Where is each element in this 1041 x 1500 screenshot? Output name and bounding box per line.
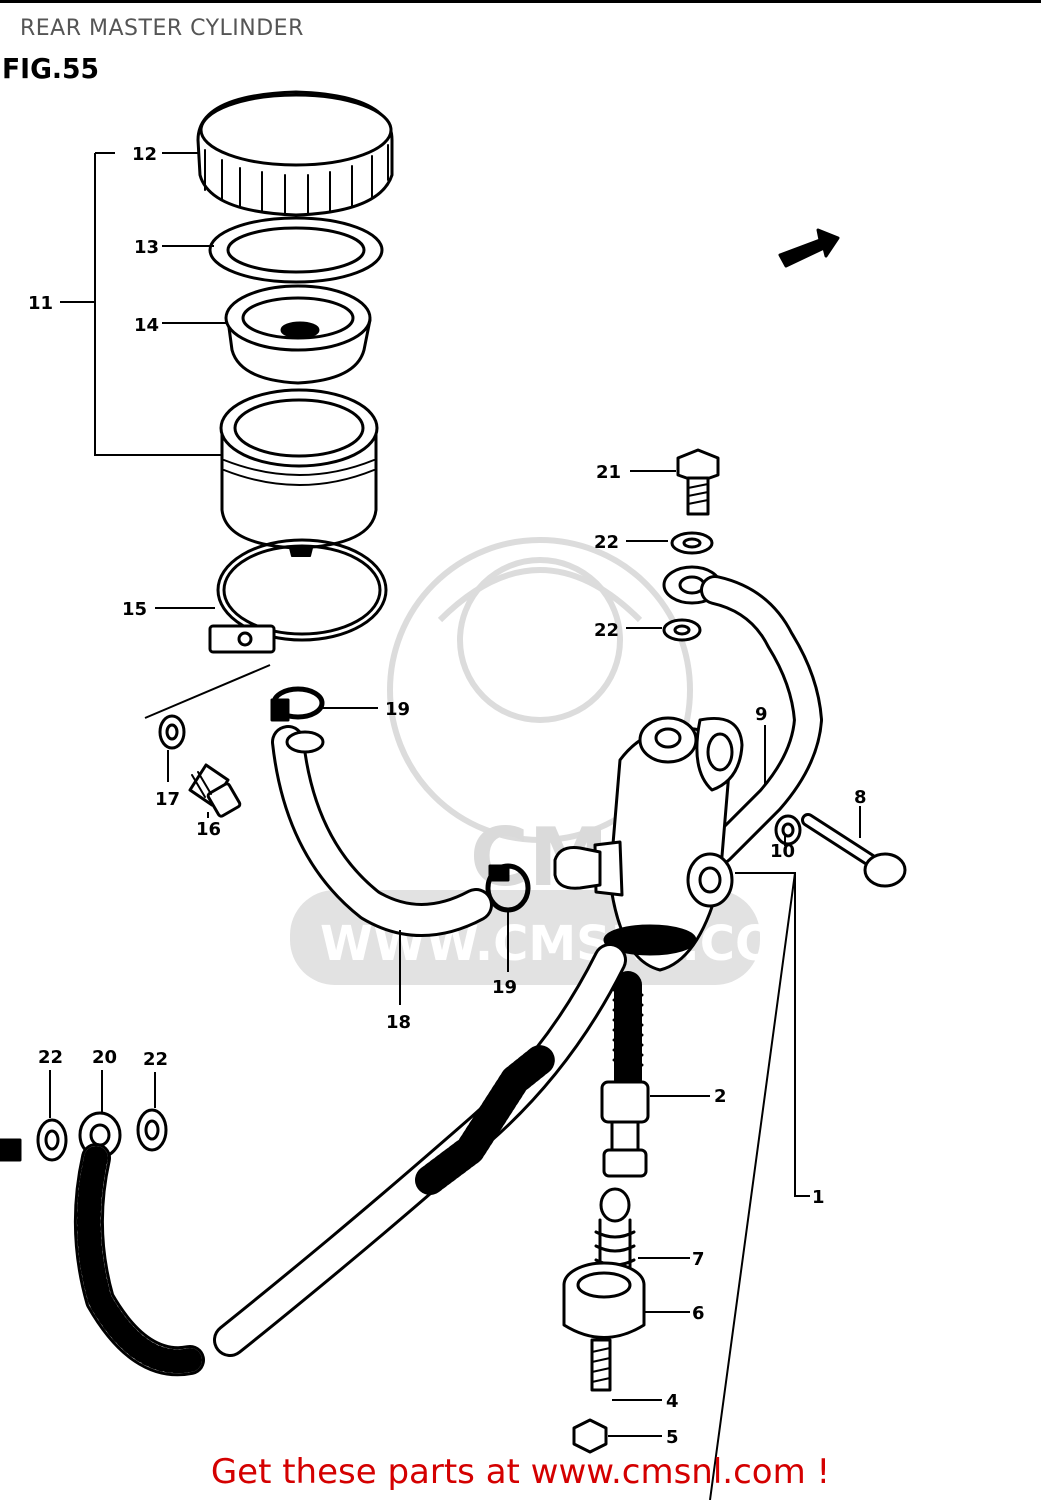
front-direction-arrow-icon [778, 228, 840, 268]
callout-11: 11 [28, 293, 53, 314]
dust-boot [562, 1261, 646, 1339]
hose-clip-lower [485, 863, 531, 913]
sealing-washer-lower-left [36, 1118, 68, 1162]
diaphragm-plate [208, 216, 384, 284]
push-rod-boot [594, 1187, 636, 1272]
master-cylinder-body [553, 716, 744, 972]
callout-9: 9 [755, 704, 768, 725]
banjo-bolt-stub [0, 1138, 22, 1162]
push-rod [590, 1338, 612, 1392]
sealing-washer-middle [662, 618, 702, 642]
sealing-washer-upper [670, 531, 714, 555]
pivot-washer [774, 814, 802, 846]
brake-hose-long [213, 943, 627, 1357]
callout-19-lower: 19 [492, 977, 517, 998]
reservoir-body [219, 388, 379, 557]
lock-nut [572, 1418, 608, 1454]
callout-2: 2 [714, 1086, 727, 1107]
piston-spring [600, 971, 650, 1178]
diaphragm [224, 284, 372, 385]
figure-number: FIG.55 [2, 52, 100, 85]
callout-6: 6 [692, 1303, 705, 1324]
callout-22-lower-left: 22 [38, 1047, 63, 1068]
callout-8: 8 [854, 787, 867, 808]
callout-7: 7 [692, 1249, 705, 1270]
top-rule [0, 0, 1041, 3]
callout-16: 16 [196, 819, 221, 840]
callout-19-upper: 19 [385, 699, 410, 720]
clamp-washer [158, 714, 186, 750]
brake-hose-upper [662, 565, 823, 865]
callout-12: 12 [132, 144, 157, 165]
hose-clip-upper [270, 686, 325, 722]
reservoir-cap [196, 90, 394, 217]
callout-21: 21 [596, 462, 621, 483]
callout-14: 14 [134, 315, 159, 336]
callout-labels: 12 13 11 14 15 19 17 16 18 19 21 22 22 9… [28, 144, 867, 1448]
sealing-washer-lower-right [136, 1108, 168, 1152]
leader-lines [49, 152, 861, 1500]
callout-20: 20 [92, 1047, 117, 1068]
brake-hose-lower [73, 1111, 205, 1377]
callout-22-upper: 22 [594, 532, 619, 553]
footer-link-text[interactable]: Get these parts at www.cmsnl.com ! [210, 1452, 831, 1492]
reservoir-hose [271, 725, 493, 937]
clamp-bolt [188, 763, 242, 818]
callout-15: 15 [122, 599, 147, 620]
callout-10: 10 [770, 841, 795, 862]
callout-22-lower-right: 22 [143, 1049, 168, 1070]
callout-13: 13 [134, 237, 159, 258]
callout-1: 1 [812, 1187, 825, 1208]
callout-18: 18 [386, 1012, 411, 1033]
callout-4: 4 [666, 1391, 679, 1412]
page-title: REAR MASTER CYLINDER [20, 16, 304, 41]
callout-5: 5 [666, 1427, 679, 1448]
callout-17: 17 [155, 789, 180, 810]
reservoir-clamp-band [208, 538, 388, 654]
callout-22-middle: 22 [594, 620, 619, 641]
mounting-bolt [801, 813, 907, 888]
union-bolt [676, 448, 720, 516]
